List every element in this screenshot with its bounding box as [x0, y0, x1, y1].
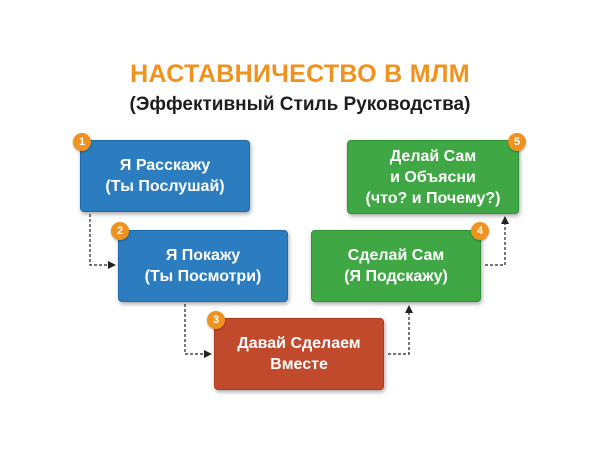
- step-2-number-badge: 2: [111, 222, 129, 240]
- page-title: НАСТАВНИЧЕСТВО В МЛМ: [130, 60, 470, 88]
- step-5-line-3: (что? и Почему?): [365, 189, 501, 207]
- step-3-number-badge: 3: [207, 311, 225, 329]
- step-3-line-2: Вместе: [270, 356, 328, 373]
- step-1-number-badge: 1: [73, 133, 91, 151]
- step-2-box: Я Покажу (Ты Посмотри): [118, 230, 288, 302]
- arrow-step2-to-step3: [184, 304, 212, 358]
- step-1-box: Я Расскажу (Ты Послушай): [80, 140, 250, 212]
- arrow-step1-to-step2: [89, 214, 116, 269]
- arrow-step4-to-step5: [485, 216, 509, 266]
- step-3-line-1: Давай Сделаем: [237, 335, 361, 352]
- step-4-line-2: (Я Подскажу): [344, 268, 448, 285]
- step-2-line-1: Я Покажу: [165, 247, 241, 264]
- step-4-box: Сделай Сам (Я Подскажу): [311, 230, 481, 302]
- step-4-line-1: Сделай Сам: [347, 247, 445, 264]
- step-5-number-badge: 5: [508, 133, 526, 151]
- step-1-line-2: (Ты Послушай): [105, 178, 225, 195]
- page-subtitle: (Эффективный Стиль Руководства): [129, 94, 471, 115]
- step-2-line-2: (Ты Посмотри): [144, 268, 262, 285]
- step-1-line-1: Я Расскажу: [119, 157, 211, 174]
- step-3-box: Давай Сделаем Вместе: [214, 318, 384, 390]
- step-5-box: Делай Сам и Объясни (что? и Почему?): [347, 140, 519, 214]
- step-5-line-2: и Объясни: [390, 168, 476, 186]
- arrow-step3-to-step4: [388, 305, 413, 355]
- step-4-number-badge: 4: [471, 222, 489, 240]
- step-5-line-1: Делай Сам: [389, 147, 477, 165]
